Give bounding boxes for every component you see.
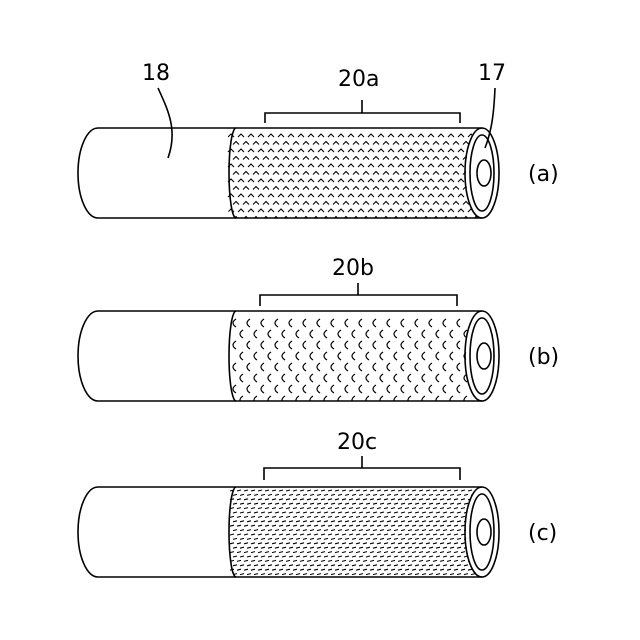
leader-18 bbox=[158, 88, 172, 158]
pattern-label-a: 20a bbox=[338, 67, 379, 92]
pattern-arcs bbox=[233, 319, 488, 404]
pattern-label-b: 20b bbox=[332, 256, 374, 281]
panel-a: 20a 18 17 (a) bbox=[78, 61, 559, 220]
panel-c: 20c (c) bbox=[78, 430, 557, 577]
panel-tag-c: (c) bbox=[528, 521, 557, 546]
panel-b: 20b (b) bbox=[78, 256, 559, 404]
panel-tag-b: (b) bbox=[528, 345, 559, 370]
pattern-chevrons bbox=[228, 134, 489, 220]
cylinder-body-a bbox=[78, 128, 482, 218]
label-17: 17 bbox=[478, 61, 506, 86]
pattern-dashes bbox=[230, 490, 489, 575]
pattern-boundary-b bbox=[229, 311, 236, 401]
bracket-b bbox=[260, 283, 457, 306]
core-a bbox=[477, 160, 491, 186]
label-18: 18 bbox=[142, 61, 170, 86]
cylinder-body-c bbox=[78, 487, 482, 577]
panel-tag-a: (a) bbox=[528, 162, 559, 187]
bracket-c bbox=[264, 456, 460, 480]
core-b bbox=[477, 343, 491, 369]
pattern-label-c: 20c bbox=[337, 430, 377, 455]
core-c bbox=[477, 519, 491, 545]
bracket-a bbox=[265, 100, 460, 123]
pattern-boundary-c bbox=[229, 487, 236, 577]
